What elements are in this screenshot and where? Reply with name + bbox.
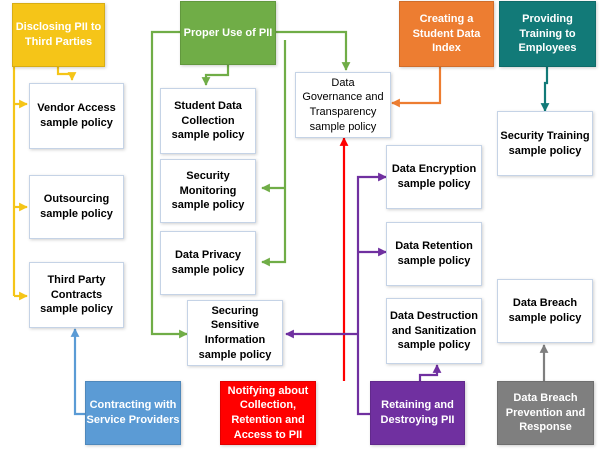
teal-connector — [540, 67, 550, 112]
header-providing-training: Providing Training to Employees — [499, 1, 596, 67]
header-proper-use-pii: Proper Use of PII — [180, 1, 276, 65]
policy-data-governance: Data Governance and Transparency sample … — [295, 72, 391, 138]
purple-connectors — [285, 172, 442, 416]
header-disclosing-pii: Disclosing PII to Third Parties — [12, 3, 105, 67]
policy-third-party-contracts: Third Party Contracts sample policy — [29, 262, 124, 328]
header-student-data-index: Creating a Student Data Index — [399, 1, 494, 67]
policy-data-privacy: Data Privacy sample policy — [160, 231, 256, 295]
policy-securing-sensitive-info: Securing Sensitive Information sample po… — [187, 300, 283, 366]
policy-data-breach: Data Breach sample policy — [497, 279, 593, 343]
policy-vendor-access: Vendor Access sample policy — [29, 83, 124, 149]
header-contracting-providers: Contracting with Service Providers — [85, 381, 181, 445]
green-connectors — [150, 30, 351, 339]
header-notifying-pii: Notifying about Collection, Retention an… — [220, 381, 316, 445]
policy-security-training: Security Training sample policy — [497, 111, 593, 176]
policy-student-data-collection: Student Data Collection sample policy — [160, 88, 256, 154]
header-data-breach-response: Data Breach Prevention and Response — [497, 381, 594, 445]
policy-data-destruction: Data Destruction and Sanitization sample… — [386, 298, 482, 364]
policy-security-monitoring: Security Monitoring sample policy — [160, 159, 256, 223]
policy-outsourcing: Outsourcing sample policy — [29, 175, 124, 239]
orange-connector — [391, 67, 442, 108]
blue-connector — [70, 328, 85, 416]
header-retaining-destroying: Retaining and Destroying PII — [370, 381, 465, 445]
yellow-connectors — [12, 67, 77, 301]
policy-data-encryption: Data Encryption sample policy — [386, 145, 482, 209]
policy-data-retention: Data Retention sample policy — [386, 222, 482, 286]
